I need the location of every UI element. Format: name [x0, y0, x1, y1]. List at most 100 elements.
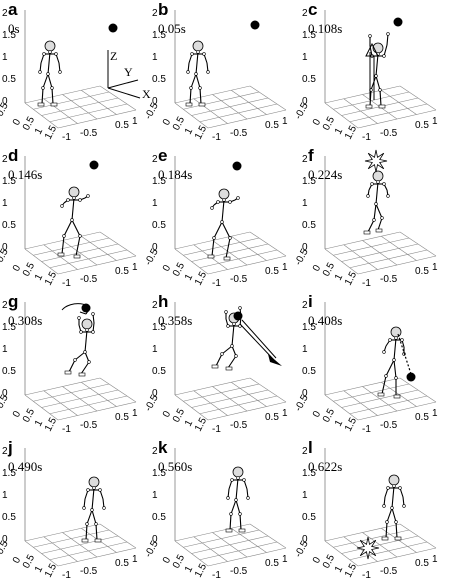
- y-tick-label: 0: [11, 555, 24, 565]
- y-tick-label: -0.5: [0, 539, 11, 560]
- x-tick-label: -0.5: [230, 274, 248, 285]
- floor-grid: [174, 448, 287, 567]
- floor-grid: [174, 302, 287, 421]
- skeleton-figure: [363, 170, 390, 235]
- x-tick-label: 0.5: [115, 558, 129, 569]
- floor-grid: [324, 156, 437, 275]
- y-tick-label: 1.5: [193, 416, 209, 434]
- z-tick-label: 1: [302, 198, 308, 209]
- floor-grid: [24, 448, 137, 567]
- ball: [89, 160, 99, 170]
- floor-grid: [24, 302, 137, 421]
- floor-grid: [24, 10, 137, 129]
- z-tick-label: 0.5: [302, 220, 316, 231]
- z-tick-label: 0: [302, 96, 308, 107]
- y-tick-label: 1.5: [193, 124, 209, 142]
- x-tick-label: 0.5: [415, 412, 429, 423]
- y-tick-label: 1: [333, 126, 346, 136]
- floor-grid: [24, 156, 137, 275]
- skeleton-figure: [37, 40, 62, 107]
- z-tick-label: 0: [152, 534, 158, 545]
- x-tick-label: 0.5: [415, 266, 429, 277]
- z-tick-label: 1: [152, 344, 158, 355]
- y-tick-label: 1.5: [43, 416, 59, 434]
- ball: [250, 20, 260, 30]
- z-axis-ticks: 21.510.50: [2, 154, 16, 253]
- z-tick-label: 0: [2, 534, 8, 545]
- x-tick-label: -1: [212, 278, 221, 289]
- triad-z-label: Z: [110, 49, 117, 63]
- panel-label: i: [308, 292, 313, 311]
- z-axis-ticks: 21.510.50: [152, 154, 166, 253]
- z-tick-label: 0.5: [2, 220, 16, 231]
- x-tick-label: 1: [432, 554, 438, 565]
- y-axis-ticks: -0.500.511.5: [293, 393, 359, 434]
- z-tick-label: 2: [302, 300, 308, 311]
- y-tick-label: -0.5: [0, 247, 11, 268]
- z-tick-label: 1: [152, 490, 158, 501]
- z-tick-label: 2: [2, 300, 8, 311]
- z-tick-label: 1.5: [302, 468, 316, 479]
- x-tick-label: -0.5: [80, 274, 98, 285]
- z-tick-label: 1.5: [152, 468, 166, 479]
- y-tick-label: 1: [333, 272, 346, 282]
- panel-label: j: [8, 438, 13, 457]
- head: [388, 474, 400, 486]
- x-tick-label: -1: [62, 132, 71, 143]
- y-tick-label: 1.5: [343, 124, 359, 142]
- head: [68, 186, 80, 198]
- x-tick-label: -1: [362, 570, 371, 581]
- z-tick-label: 2: [2, 446, 8, 457]
- y-tick-label: 1.5: [193, 270, 209, 288]
- y-tick-label: 1: [33, 564, 46, 574]
- triad-x-label: X: [142, 87, 151, 101]
- z-tick-label: 1.5: [302, 322, 316, 333]
- z-tick-label: 0.5: [302, 512, 316, 523]
- z-tick-label: 0.5: [2, 74, 16, 85]
- panel-time: 0.358s: [158, 313, 193, 328]
- floor-grid: [174, 156, 287, 275]
- panel-label: b: [158, 0, 169, 19]
- x-tick-label: 0.5: [265, 120, 279, 131]
- head: [372, 170, 384, 182]
- z-tick-label: 1.5: [152, 176, 166, 187]
- y-tick-label: 0: [161, 263, 174, 273]
- x-tick-label: 1: [132, 408, 138, 419]
- x-tick-label: 0.5: [415, 120, 429, 131]
- y-tick-label: 0: [311, 263, 324, 273]
- panel-time: 0s: [8, 21, 20, 36]
- x-tick-label: 1: [282, 554, 288, 565]
- y-tick-label: 1.5: [343, 270, 359, 288]
- triad-y-label: Y: [124, 65, 133, 79]
- head: [390, 326, 402, 338]
- skeleton-figure: [365, 32, 390, 109]
- skeleton-figure: [185, 40, 210, 107]
- ball: [233, 311, 243, 321]
- z-tick-label: 0: [302, 388, 308, 399]
- z-tick-label: 1.5: [2, 468, 16, 479]
- skeleton-figure: [207, 188, 240, 261]
- impact-star: [356, 536, 380, 560]
- velocity-arrow: [239, 319, 282, 366]
- z-tick-label: 0.5: [152, 366, 166, 377]
- z-tick-label: 1.5: [2, 30, 16, 41]
- x-tick-label: 1: [132, 116, 138, 127]
- z-tick-label: 0.5: [152, 74, 166, 85]
- skeleton-figure: [81, 476, 106, 543]
- y-axis-ticks: -0.500.511.5: [143, 393, 209, 434]
- head: [88, 476, 100, 488]
- x-tick-label: 1: [132, 262, 138, 273]
- head: [44, 40, 56, 52]
- x-tick-label: -1: [62, 424, 71, 435]
- head: [232, 466, 244, 478]
- z-tick-label: 0: [152, 388, 158, 399]
